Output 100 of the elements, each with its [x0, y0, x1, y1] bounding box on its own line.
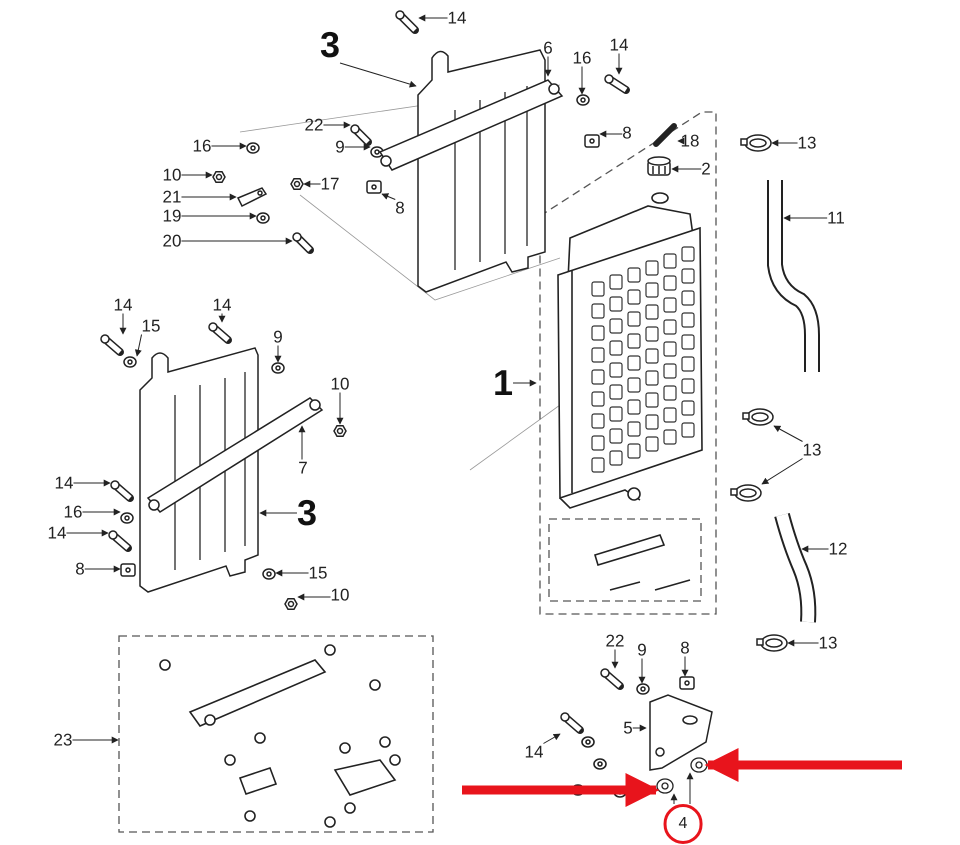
circled-callout-number: 4 [664, 804, 702, 844]
leader-line [72, 736, 119, 744]
leader-line [84, 566, 121, 572]
leader-line [180, 212, 257, 220]
callout-number: 14 [524, 744, 544, 760]
leader-line [336, 392, 344, 425]
bolt [600, 668, 624, 690]
leader-line [670, 793, 678, 804]
leader-line [616, 53, 622, 75]
leader-line [303, 180, 322, 188]
leader-line [340, 62, 417, 88]
callout-number: 14 [448, 10, 466, 26]
leader-line [632, 724, 647, 732]
bolt [350, 124, 372, 146]
callout-number: 8 [395, 200, 405, 216]
nut [290, 177, 304, 191]
leader-line [677, 138, 684, 144]
nut [212, 170, 226, 184]
callout-number: 9 [335, 138, 345, 156]
leader-line [66, 530, 109, 536]
callout-number: 11 [827, 210, 845, 226]
washer [636, 683, 650, 695]
callout-number: 21 [162, 188, 182, 206]
callout-number: 16 [572, 50, 592, 66]
callout-number: 10 [330, 376, 350, 392]
leader-line [783, 214, 828, 222]
leader-line [801, 546, 830, 552]
leader-line [671, 166, 702, 172]
callout-number: 17 [320, 176, 340, 192]
leader-line [134, 334, 142, 357]
clip-nut [584, 134, 600, 148]
leader-line [771, 140, 798, 146]
callout-number: 8 [75, 560, 85, 578]
leader-line [322, 122, 351, 128]
callout-number: 15 [142, 318, 160, 334]
highlight-arrow [704, 748, 902, 782]
leader-line [259, 510, 298, 516]
leader-line [544, 56, 552, 77]
nut [690, 757, 708, 773]
nut [284, 597, 298, 611]
bolt [110, 480, 134, 502]
leader-line [418, 14, 448, 22]
highlight-arrow [462, 773, 660, 807]
callout-number: 8 [622, 124, 632, 142]
callout-number: 13 [802, 442, 822, 458]
dashed-group-outline [548, 518, 702, 602]
callout-number: 7 [298, 460, 308, 476]
callout-number: 9 [637, 642, 647, 658]
washer [256, 212, 270, 224]
washer [576, 94, 590, 106]
hose-clamp [742, 408, 774, 426]
callout-number: 15 [308, 564, 328, 582]
leader-line [298, 425, 306, 460]
callout-number: 16 [64, 504, 82, 520]
leader-line [761, 458, 804, 484]
callout-number: 14 [212, 296, 232, 314]
callout-number: 8 [680, 640, 690, 656]
callout-number: 12 [828, 540, 848, 558]
leader-line [578, 66, 586, 95]
callout-number: 9 [273, 328, 283, 346]
leader-line [180, 238, 293, 244]
hose-clamp [756, 634, 788, 652]
dashed-group-outline [118, 635, 434, 833]
callout-number: 1 [492, 365, 514, 401]
leader-line [210, 142, 247, 150]
leader-line [682, 656, 688, 677]
bolt [292, 232, 314, 254]
leader-line [638, 658, 646, 684]
callout-number: 22 [606, 632, 624, 650]
bolt [100, 334, 124, 356]
cap-lever [652, 122, 678, 148]
callout-number: 19 [162, 208, 182, 224]
callout-number: 2 [701, 160, 711, 178]
leader-line [599, 130, 623, 138]
leader-line [512, 380, 537, 386]
leader-line [686, 772, 694, 804]
leader-line [72, 480, 111, 486]
leader-line [787, 640, 820, 646]
callout-number: 10 [330, 586, 350, 604]
leader-line [275, 570, 310, 576]
leader-line [180, 194, 237, 200]
hose-clamp [730, 484, 762, 502]
callout-number: 16 [192, 138, 212, 154]
clip-nut [120, 563, 136, 577]
radiator-guard-plate [138, 346, 260, 594]
leader-line [773, 426, 804, 442]
washer [262, 568, 276, 580]
callout-number: 18 [680, 132, 700, 150]
bracket-plate [236, 186, 268, 208]
leader-line [344, 144, 371, 150]
leader-line [612, 649, 618, 669]
callout-number: 23 [54, 732, 72, 748]
callout-number: 10 [162, 166, 182, 184]
leader-line [180, 172, 213, 178]
callout-number: 14 [610, 36, 628, 54]
bolt [395, 10, 419, 34]
leader-line [274, 345, 282, 363]
leader-line [120, 313, 126, 335]
bolt [560, 712, 584, 734]
leader-line [218, 313, 226, 323]
